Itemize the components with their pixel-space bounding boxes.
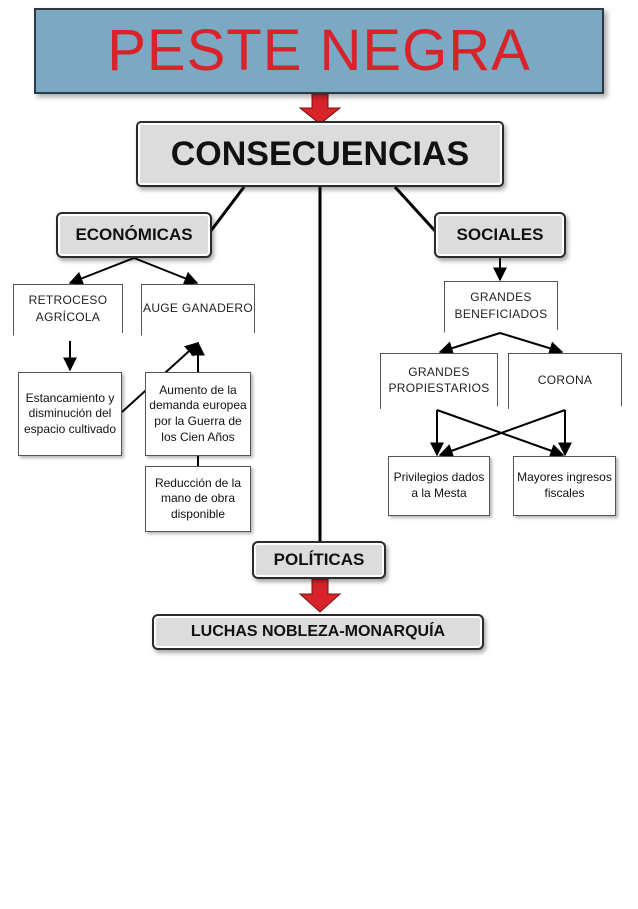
arrow-econ-to-retroceso xyxy=(68,257,135,285)
grandes-beneficiados-box: GRANDES BENEFICIADOS xyxy=(444,281,558,336)
corona-label: CORONA xyxy=(537,372,593,387)
privilegios-mesta-box: Privilegios dados a la Mesta xyxy=(388,456,490,516)
aumento-label: Aumento de la demanda europea por la Gue… xyxy=(149,382,247,444)
corona-box: CORONA xyxy=(508,353,622,413)
estancamiento-label: Estancamiento y disminución del espacio … xyxy=(23,390,117,436)
economic-category: ECONÓMICAS xyxy=(56,212,212,258)
social-label: SOCIALES xyxy=(456,225,544,244)
consequences-label: CONSECUENCIAS xyxy=(170,134,470,173)
arrow-econ-to-auge xyxy=(133,257,199,285)
consequences-box: CONSECUENCIAS xyxy=(136,121,504,187)
social-category: SOCIALES xyxy=(434,212,566,258)
page-title: PESTE NEGRA xyxy=(107,18,531,83)
arrow-corona-to-privilegios xyxy=(438,409,566,458)
luchas-label: LUCHAS NOBLEZA-MONARQUÍA xyxy=(190,623,446,640)
auge-ganadero-box: AUGE GANADERO xyxy=(141,284,255,339)
political-category: POLÍTICAS xyxy=(252,541,386,579)
reduccion-label: Reducción de la mano de obra disponible xyxy=(154,475,242,521)
connector-to-social xyxy=(393,185,438,234)
political-label: POLÍTICAS xyxy=(273,550,365,569)
auge-label: AUGE GANADERO xyxy=(143,301,253,316)
reduccion-mano-obra-box: Reducción de la mano de obra disponible xyxy=(145,466,251,532)
luchas-box: LUCHAS NOBLEZA-MONARQUÍA xyxy=(152,614,484,650)
grandes-propietarios-label: GRANDES PROPIESTARIOS xyxy=(388,364,490,395)
red-arrow-politics-to-luchas xyxy=(298,578,342,613)
estancamiento-box: Estancamiento y disminución del espacio … xyxy=(18,372,122,456)
mayores-ingresos-box: Mayores ingresos fiscales xyxy=(513,456,616,516)
aumento-demanda-box: Aumento de la demanda europea por la Gue… xyxy=(145,372,251,456)
red-arrow-title-to-consequences xyxy=(298,93,342,125)
arrow-grandes-to-corona xyxy=(499,332,564,356)
retroceso-agricola-box: RETROCESO AGRÍCOLA xyxy=(13,284,123,339)
connector-to-economic xyxy=(208,186,246,233)
title-banner: PESTE NEGRA xyxy=(34,8,604,94)
retroceso-label: RETROCESO AGRÍCOLA xyxy=(28,293,108,324)
mayores-label: Mayores ingresos fiscales xyxy=(517,470,612,500)
arrow-grandes-to-propietarios xyxy=(438,332,501,355)
grandes-beneficiados-label: GRANDES BENEFICIADOS xyxy=(454,290,548,321)
privilegios-label: Privilegios dados a la Mesta xyxy=(393,470,485,500)
grandes-propietarios-box: GRANDES PROPIESTARIOS xyxy=(380,353,498,413)
economic-label: ECONÓMICAS xyxy=(75,225,193,244)
